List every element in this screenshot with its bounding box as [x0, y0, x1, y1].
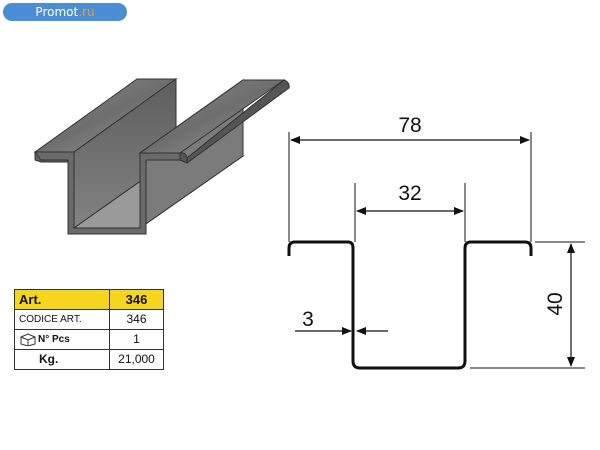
dim-label-inner-width: 32 — [398, 182, 421, 205]
profile-section-outline — [287, 240, 533, 370]
spec-row-label-cell: N° Pcs — [14, 329, 110, 350]
table-row: CODICE ART. 346 — [14, 309, 164, 330]
dim-label-thickness: 3 — [302, 308, 314, 331]
profile-3d-render — [33, 78, 290, 235]
right-flange-lip — [179, 79, 290, 164]
spec-header-row: Art. 346 — [14, 289, 164, 310]
spec-header-label: Art. — [14, 289, 110, 310]
spec-header-value: 346 — [109, 289, 164, 310]
spec-row-label: Kg. — [14, 349, 110, 370]
spec-row-label: CODICE ART. — [14, 309, 110, 330]
dim-label-height: 40 — [544, 292, 567, 315]
table-row: Kg. 21,000 — [14, 349, 164, 370]
watermark-brand: Promot — [35, 5, 79, 19]
box-icon — [20, 333, 36, 347]
table-row: N° Pcs 1 — [14, 329, 164, 350]
spec-row-label: N° Pcs — [38, 334, 70, 345]
spec-table: Art. 346 CODICE ART. 346 N° Pcs 1 Kg. 21… — [14, 289, 164, 370]
watermark-badge: Promot.ru — [3, 3, 127, 21]
spec-row-value: 21,000 — [109, 349, 164, 370]
spec-row-value: 1 — [109, 329, 164, 350]
watermark-domain: .ru — [78, 5, 95, 19]
section-drawing: 78 32 3 40 — [287, 114, 585, 370]
dim-label-overall-width: 78 — [398, 114, 421, 137]
spec-row-value: 346 — [109, 309, 164, 330]
